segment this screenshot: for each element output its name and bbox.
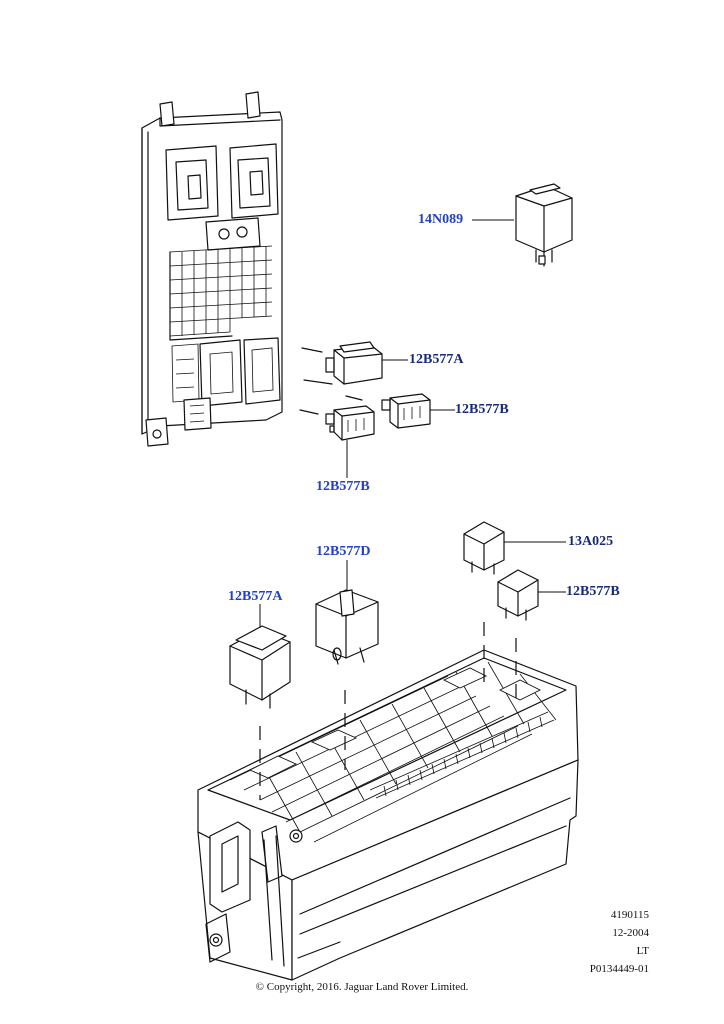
label-13a025: 13A025 xyxy=(568,534,614,549)
label-12b577b-bottom: 12B577B xyxy=(566,584,620,599)
assembly-lines-top xyxy=(299,347,363,415)
relay-12b577a-top-drawing xyxy=(325,341,383,385)
footer-region: LT xyxy=(636,945,649,957)
footer-part-number: 4190115 xyxy=(610,909,649,921)
footer-date: 12-2004 xyxy=(612,927,649,939)
label-12b577b-below: 12B577B xyxy=(316,479,370,494)
copyright-notice: © Copyright, 2016. Jaguar Land Rover Lim… xyxy=(255,981,469,993)
relay-12b577b-right-drawing xyxy=(381,393,431,429)
assembly-lines-bottom xyxy=(259,622,517,800)
label-14n089: 14N089 xyxy=(418,212,464,227)
label-12b577a-bottom: 12B577A xyxy=(228,589,283,604)
relay-12b577b-bottom-drawing xyxy=(497,569,539,621)
relay-12b577a-bottom-drawing xyxy=(229,625,291,709)
relay-12b577d-drawing xyxy=(315,589,379,665)
relay-12b577b-below-drawing xyxy=(325,405,375,441)
relay-13a025-drawing xyxy=(463,521,505,575)
relay-14n089-drawing xyxy=(515,183,573,267)
label-12b577b-right: 12B577B xyxy=(455,402,509,417)
central-junction-box-drawing xyxy=(141,91,283,447)
engine-fuse-box-drawing xyxy=(197,649,579,981)
footer-image-ref: P0134449-01 xyxy=(589,963,649,975)
label-12b577d: 12B577D xyxy=(316,544,371,559)
label-12b577a-top: 12B577A xyxy=(409,352,464,367)
